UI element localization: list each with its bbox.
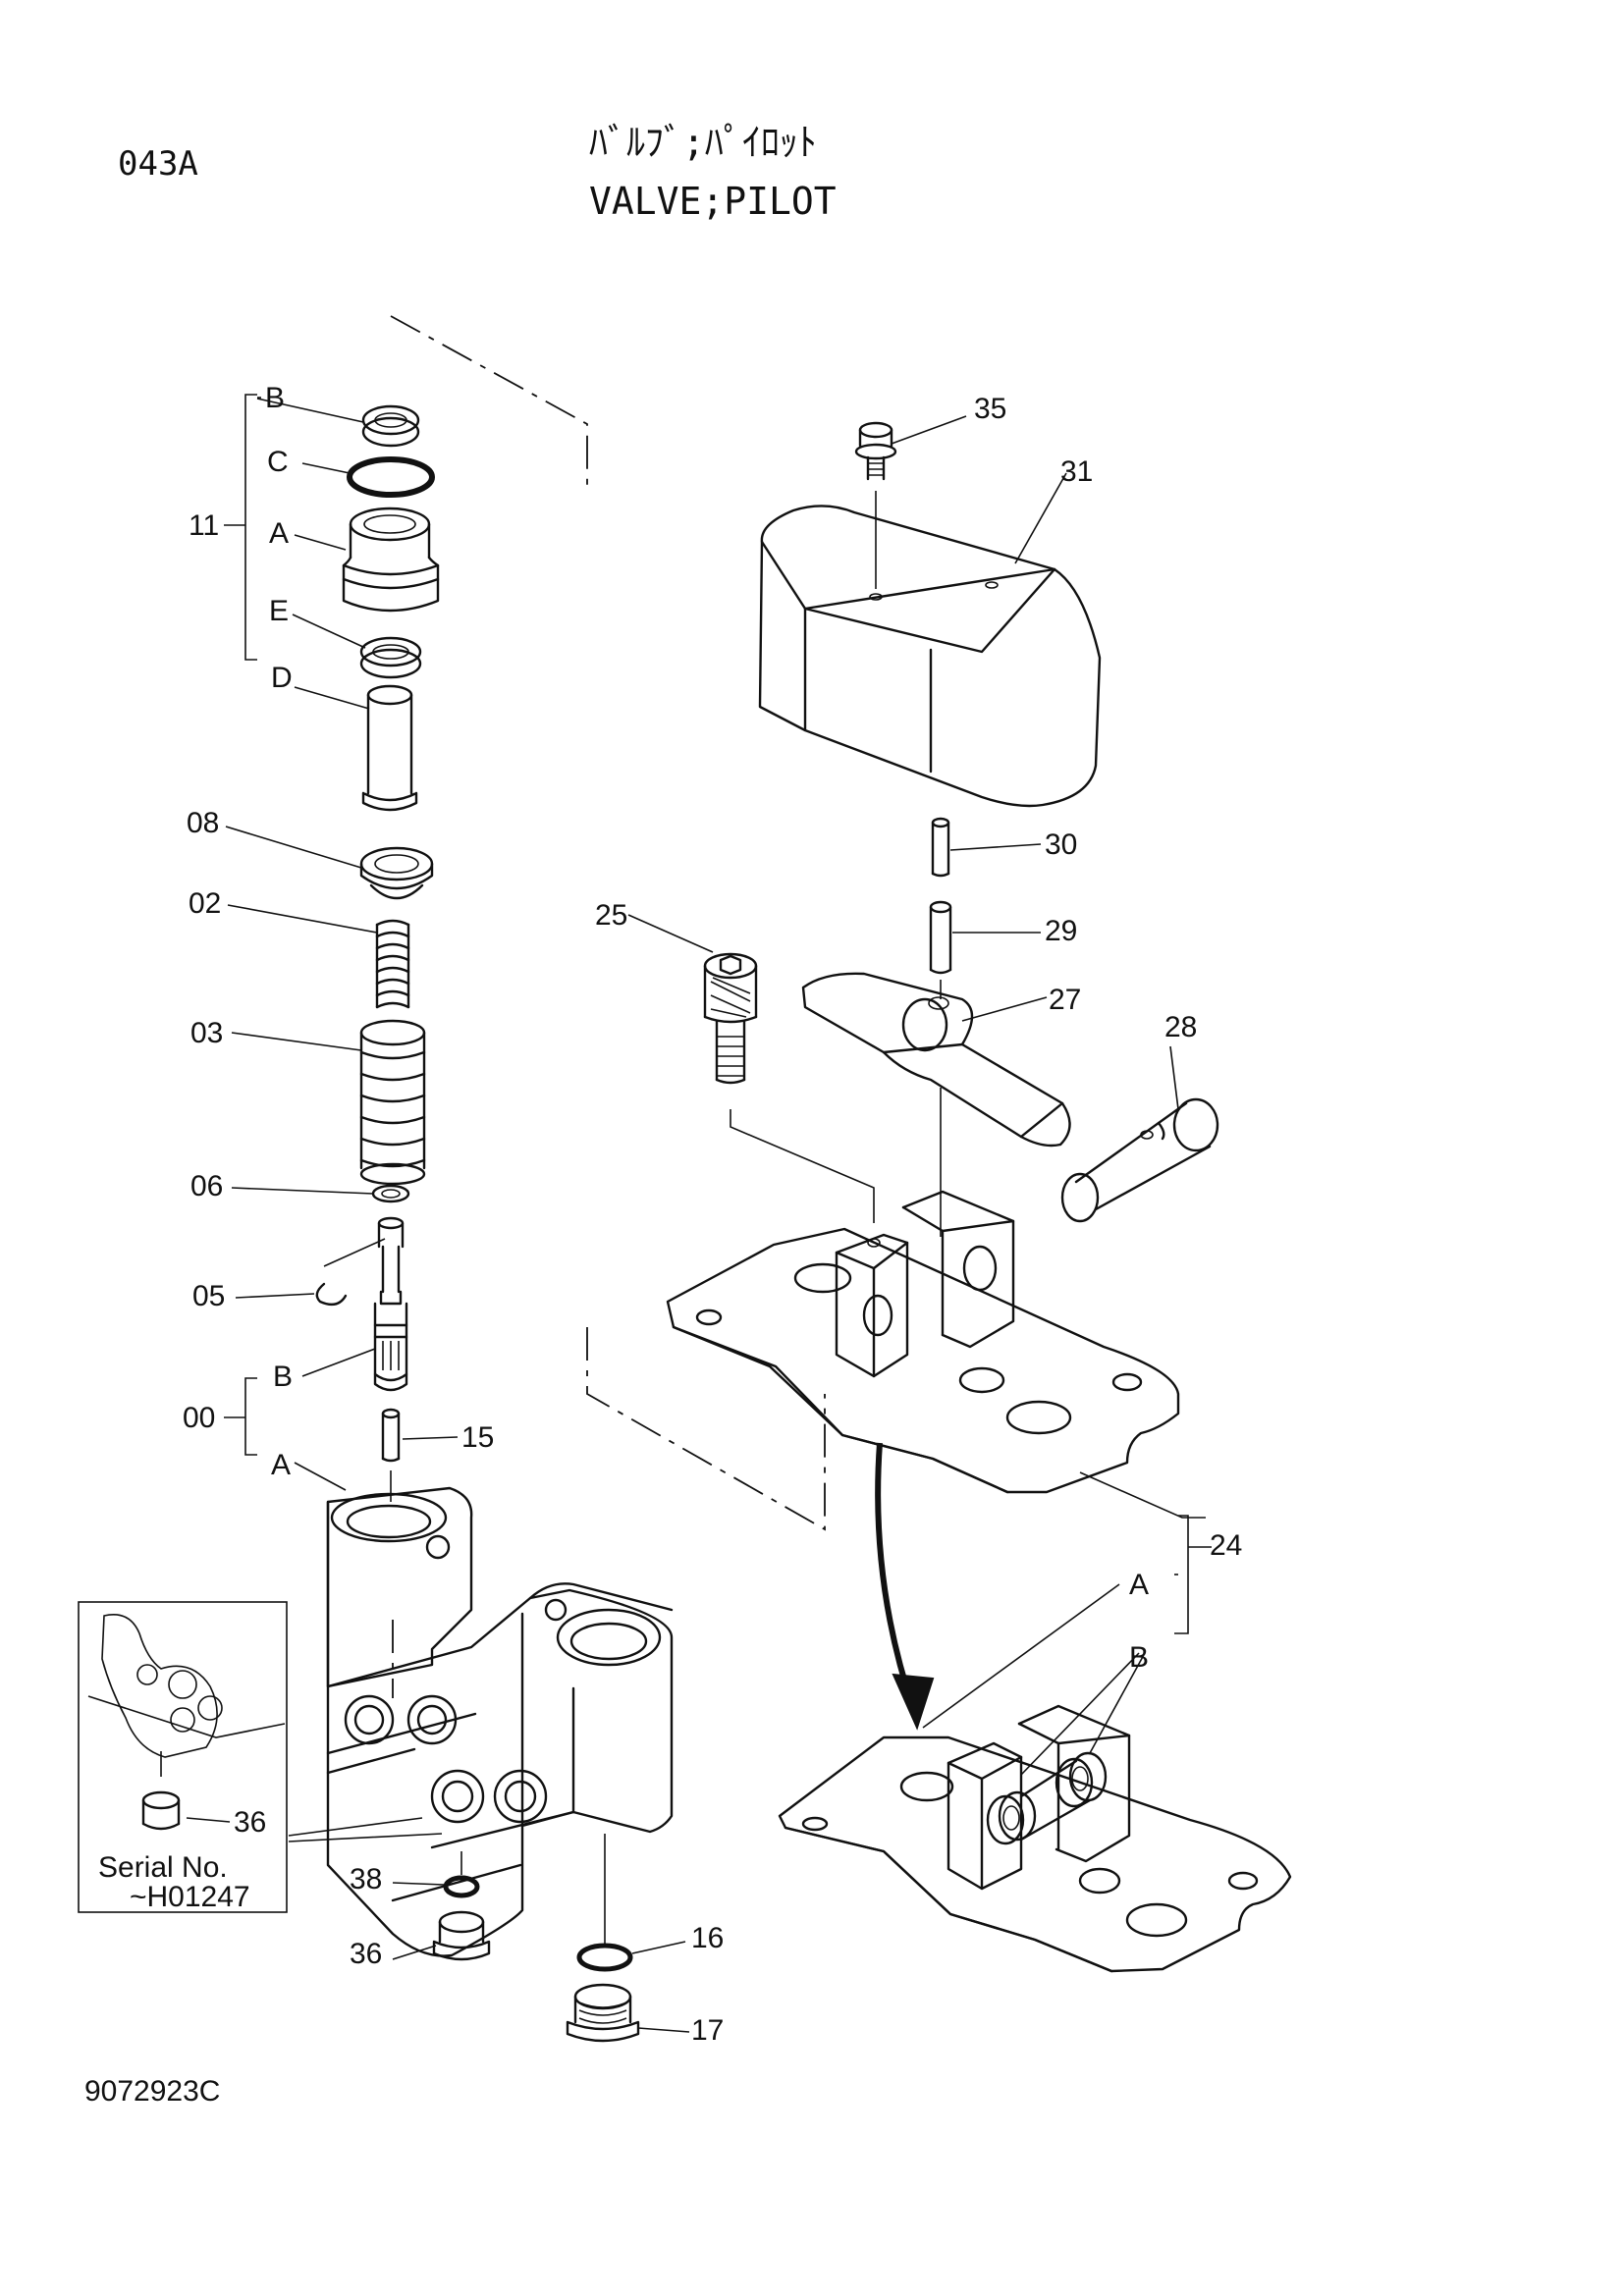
axis-25 <box>730 1109 875 1223</box>
part-02-inner-spring <box>375 919 410 1009</box>
part-11-a-sleeve <box>342 507 440 613</box>
leader-17 <box>637 2027 690 2033</box>
part-15-pin <box>381 1408 401 1463</box>
leader-08 <box>225 826 362 869</box>
leader-25 <box>627 914 714 953</box>
label-c: C <box>267 446 289 478</box>
label-a2: A <box>271 1449 291 1481</box>
part-30-pin <box>931 817 950 878</box>
leader-35 <box>891 415 967 445</box>
part-03-outer-spring <box>359 1019 426 1186</box>
leader-31 <box>1014 472 1067 564</box>
serial-range: ~H01247 <box>130 1881 250 1913</box>
label-31: 31 <box>1060 455 1093 488</box>
label-e: E <box>269 595 289 627</box>
title-english: VALVE;PILOT <box>589 180 837 223</box>
title-japanese: ﾊﾞﾙﾌﾞ;ﾊﾟｲﾛｯﾄ <box>589 121 817 164</box>
inset-box <box>78 1601 288 1913</box>
label-16: 16 <box>691 1922 724 1954</box>
label-17: 17 <box>691 2014 724 2047</box>
leader-36a-to-body <box>288 1817 443 1842</box>
part-27-lever <box>801 972 1071 1148</box>
label-a3: A <box>1129 1569 1149 1601</box>
leader-36b <box>392 1945 437 1960</box>
leader-b2 <box>301 1348 376 1377</box>
label-11: 11 <box>189 509 219 542</box>
leader-d <box>294 686 370 710</box>
serial-label: Serial No. <box>98 1851 228 1884</box>
label-b1: B <box>265 382 285 414</box>
label-36b: 36 <box>350 1938 382 1970</box>
leader-a1 <box>294 534 347 551</box>
part-36-plug-lower <box>432 1910 491 1961</box>
label-38: 38 <box>350 1863 382 1896</box>
leader-30 <box>949 843 1042 851</box>
leader-06 <box>231 1187 374 1195</box>
label-30: 30 <box>1045 828 1077 861</box>
label-25: 25 <box>595 899 627 932</box>
part-11-c-oring <box>347 456 435 498</box>
bracket-00 <box>224 1377 257 1456</box>
leader-05-upper <box>323 1238 386 1267</box>
label-00: 00 <box>183 1402 215 1434</box>
part-31-cover <box>758 505 1102 808</box>
label-28: 28 <box>1164 1011 1197 1043</box>
part-11-b-ring <box>361 404 420 448</box>
part-17-plug <box>566 1983 640 2043</box>
label-06: 06 <box>190 1170 223 1202</box>
label-08: 08 <box>187 807 219 839</box>
label-36a: 36 <box>234 1806 266 1839</box>
part-06-washer <box>371 1184 410 1203</box>
bracket-11 <box>224 394 261 661</box>
leader-28 <box>1169 1045 1179 1110</box>
leader-03 <box>231 1032 362 1051</box>
leader-38 <box>392 1882 445 1886</box>
label-15: 15 <box>461 1421 494 1454</box>
part-24-base-lower <box>778 1704 1292 1973</box>
leader-02 <box>227 904 378 934</box>
leader-05 <box>235 1293 315 1299</box>
part-24-base-upper <box>666 1190 1180 1494</box>
part-28-pin <box>1060 1097 1219 1223</box>
transition-arrow <box>875 1442 935 1731</box>
drawing-code: 043A <box>118 144 198 184</box>
leader-c <box>301 462 351 474</box>
leader-b1 <box>256 398 364 423</box>
leader-16 <box>631 1941 686 1954</box>
part-35-bolt <box>854 421 897 481</box>
part-00-a-valve-body <box>326 1486 674 1957</box>
label-27: 27 <box>1049 984 1081 1016</box>
label-a1: A <box>269 517 289 550</box>
part-00-b-spool <box>373 1216 408 1392</box>
label-b2: B <box>273 1361 293 1393</box>
part-11-e-ring <box>359 636 422 679</box>
part-25-socket-bolt <box>703 952 758 1085</box>
part-16-oring <box>576 1943 633 1972</box>
label-35: 35 <box>974 393 1006 425</box>
bracket-24 <box>1174 1515 1212 1634</box>
drawing-number: 9072923C <box>84 2075 220 2108</box>
leader-e <box>292 614 366 649</box>
leader-27 <box>961 996 1048 1022</box>
phantom-line-top <box>390 315 588 491</box>
part-29-pin <box>929 900 952 975</box>
label-05: 05 <box>192 1280 225 1312</box>
label-24: 24 <box>1210 1529 1242 1562</box>
leader-24-upper <box>1079 1471 1206 1519</box>
label-29: 29 <box>1045 915 1077 947</box>
part-38-oring <box>443 1875 480 1898</box>
label-02: 02 <box>189 887 221 920</box>
leader-a3 <box>922 1583 1120 1729</box>
label-03: 03 <box>190 1017 223 1049</box>
part-05-clip <box>315 1282 348 1307</box>
label-b3: B <box>1129 1641 1149 1674</box>
phantom-line-mid <box>586 1327 826 1531</box>
part-11-d-plunger <box>361 684 418 812</box>
label-d: D <box>271 662 293 694</box>
leader-a2 <box>294 1462 347 1491</box>
part-08-spring-seat <box>359 846 434 900</box>
leader-15 <box>402 1436 459 1440</box>
